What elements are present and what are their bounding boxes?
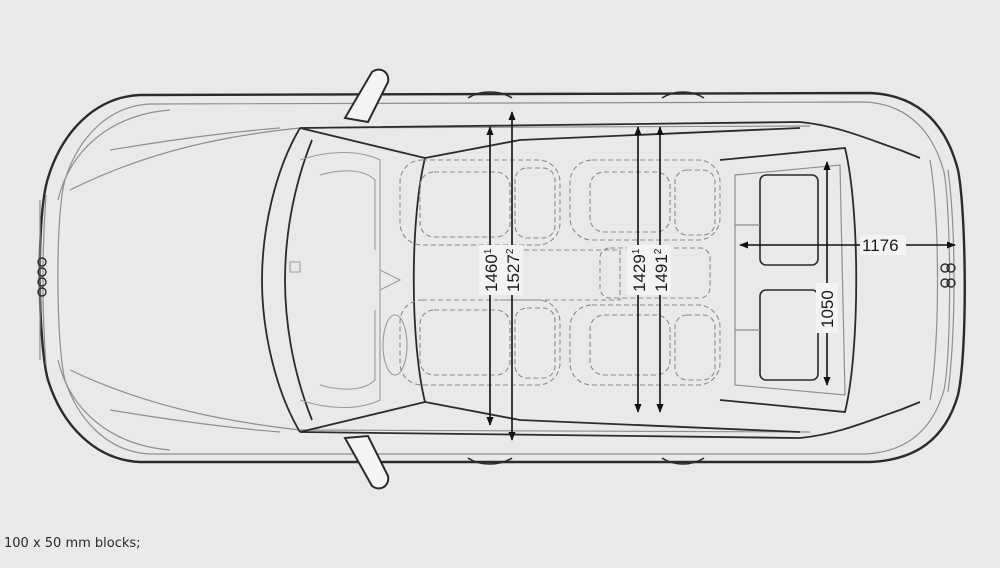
rear-emblem	[940, 263, 956, 288]
dimension-labels: 14601 15272 14291 14912 1176 1050	[482, 236, 899, 328]
dimension-arrows	[486, 111, 956, 441]
mirror-left	[343, 68, 390, 124]
body-inner-lines	[39, 101, 955, 455]
seats	[399, 159, 721, 386]
label-cargo-width: 1050	[818, 290, 837, 328]
front-emblem	[37, 257, 47, 297]
mirror-right	[343, 434, 390, 490]
door-handles	[467, 91, 705, 465]
label-cargo-length: 1176	[862, 236, 899, 255]
label-backgrounds	[479, 235, 906, 333]
label-rear-width-2: 14912	[652, 248, 671, 292]
car-body	[38, 91, 966, 464]
interior	[289, 151, 408, 409]
label-front-width-1: 14601	[482, 248, 501, 292]
greenhouse	[261, 121, 921, 439]
footer-caption: 100 x 50 mm blocks;	[4, 536, 141, 551]
cargo-area	[734, 164, 846, 396]
label-rear-width-1: 14291	[630, 248, 649, 292]
label-front-width-2: 15272	[504, 248, 523, 292]
